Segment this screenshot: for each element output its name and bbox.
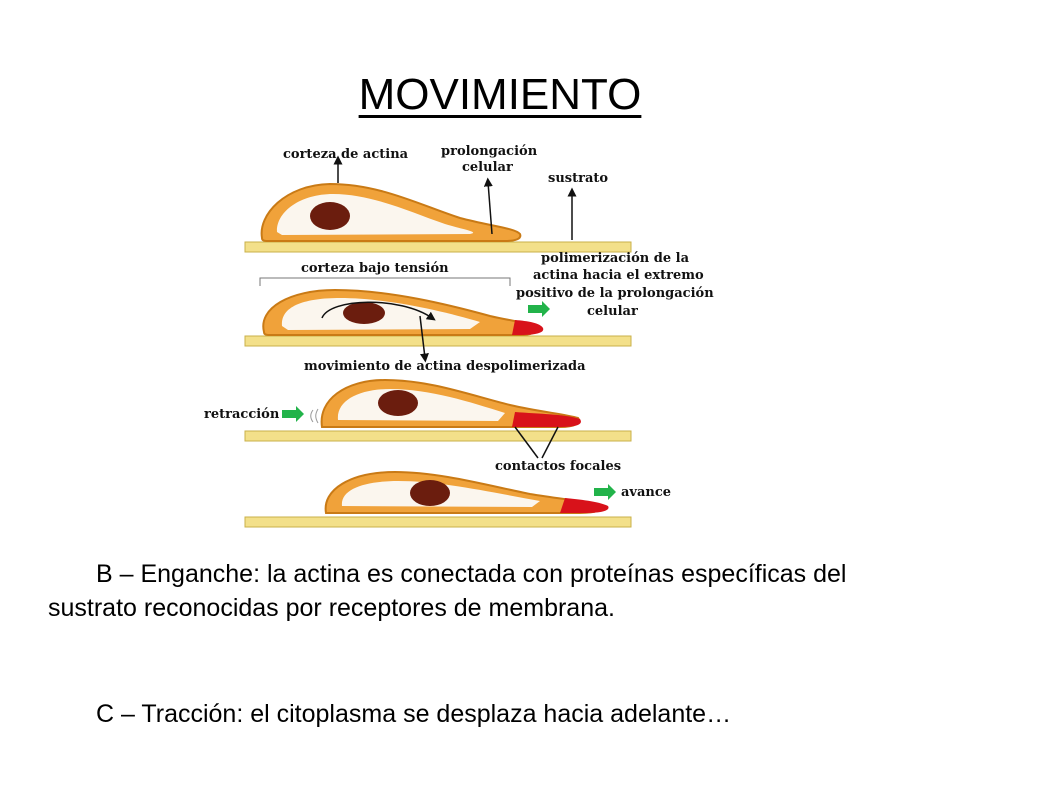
- stage-2: [244, 288, 632, 363]
- label-polimerizacion-3: positivo de la prolongación: [516, 286, 714, 301]
- substrate-bar: [244, 335, 632, 347]
- title-text: MOVIMIENTO: [358, 70, 642, 119]
- green-arrow: [528, 301, 550, 317]
- label-sustrato: sustrato: [548, 171, 608, 186]
- tension-bracket: [259, 277, 511, 286]
- label-movimiento-actina: movimiento de actina despolimerizada: [304, 359, 586, 374]
- substrate-bar: [244, 430, 632, 442]
- actin-tip-red: [560, 498, 609, 513]
- label-avance: avance: [621, 485, 671, 500]
- cortex-flow-arrow: [321, 301, 436, 321]
- nucleus: [410, 480, 450, 506]
- paragraph-b: B – Enganche: la actina es conectada con…: [48, 560, 847, 622]
- actin-tip-red: [512, 320, 544, 335]
- label-retraccion: retracción: [204, 407, 280, 422]
- label-polimerizacion-2: actina hacia el extremo: [533, 268, 704, 283]
- label-corteza-actina: corteza de actina: [283, 147, 409, 162]
- nucleus: [378, 390, 418, 416]
- label-contactos-focales: contactos focales: [495, 459, 621, 474]
- paragraph-c: C – Tracción: el citoplasma se desplaza …: [96, 700, 732, 728]
- green-arrow: [594, 484, 616, 500]
- stage-1: [244, 155, 632, 253]
- nucleus: [343, 302, 385, 324]
- actin-tip-red: [512, 412, 581, 427]
- stage-3: [244, 378, 632, 459]
- label-prolongacion-2: celular: [462, 160, 513, 175]
- substrate-bar: [244, 516, 632, 528]
- nucleus: [310, 202, 350, 230]
- label-prolongacion-1: prolongación: [441, 144, 538, 159]
- label-polimerizacion-1: polimerización de la: [541, 251, 690, 266]
- label-corteza-tension: corteza bajo tensión: [301, 261, 449, 276]
- page-title: MOVIMIENTO: [0, 70, 1000, 120]
- label-polimerizacion-4: celular: [587, 304, 638, 319]
- stage-4: [244, 470, 632, 528]
- cytoplasm: [337, 389, 505, 421]
- green-arrow: [282, 406, 304, 422]
- retraction-marks: [310, 408, 319, 424]
- cell-movement-diagram: corteza de actina prolongación celular s…: [204, 144, 714, 528]
